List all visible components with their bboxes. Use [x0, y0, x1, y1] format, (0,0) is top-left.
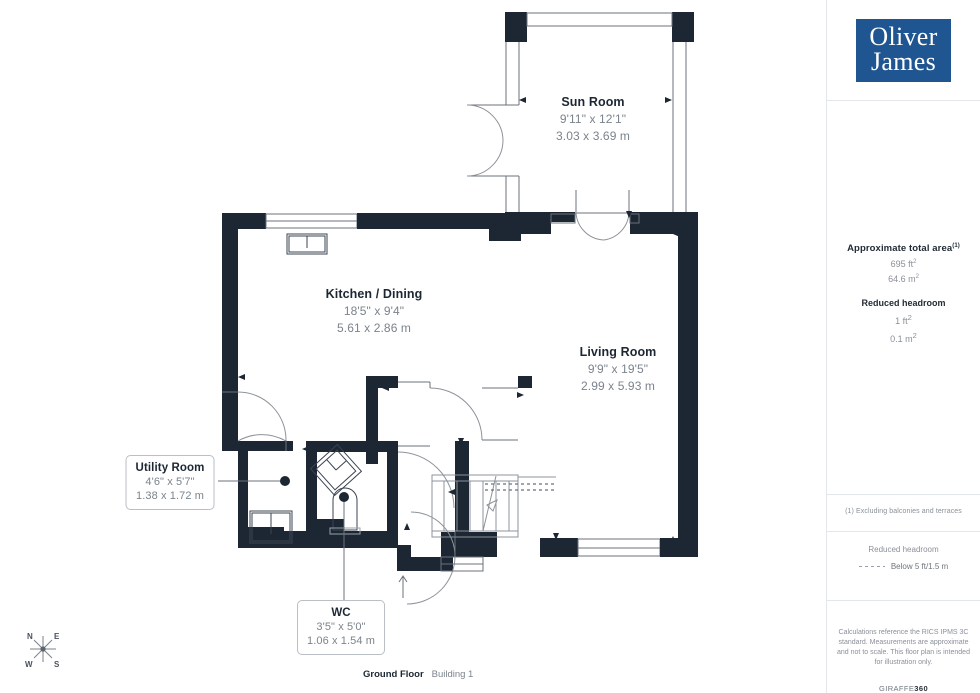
compass-south: S [54, 660, 60, 669]
headroom-metric-unit-sup: 2 [912, 331, 917, 341]
area-imperial-unit-sup: 2 [913, 259, 917, 266]
legend-label: Below 5 ft/1.5 m [890, 562, 949, 571]
panel-divider [826, 0, 827, 693]
interior-walls [222, 376, 532, 571]
area-title-row: Approximate total area(1) [827, 243, 980, 254]
floor-caption: Ground Floor Building 1 [363, 669, 473, 680]
room-dim-metric: 5.61 x 2.86 m [336, 321, 411, 335]
floor-label: Ground Floor [363, 669, 424, 680]
provider-suffix: 360 [914, 684, 929, 693]
agency-logo[interactable]: Oliver James [827, 0, 980, 100]
room-label-utility-room: Utility Room 4'6" x 5'7" 1.38 x 1.72 m [125, 455, 215, 510]
area-imperial-value: 695 ft [890, 259, 914, 270]
compass-north: N [27, 632, 33, 641]
area-metric-unit-sup: 2 [915, 274, 919, 281]
door-arcs [397, 445, 455, 509]
sidebar-rule-top [827, 100, 980, 101]
room-dim-metric: 2.99 x 5.93 m [580, 379, 656, 393]
legend-title: Reduced headroom [868, 545, 939, 554]
headroom-imperial: 1 ft2 [827, 313, 980, 326]
logo-box: Oliver James [856, 18, 951, 82]
compass-icon [30, 636, 56, 662]
room-dim-imperial: 4'6" x 5'7" [145, 476, 195, 488]
dimension-markers [238, 97, 680, 543]
compass-east: E [54, 632, 60, 641]
headroom-title: Reduced headroom [861, 298, 946, 309]
compass-west: W [25, 660, 33, 669]
provider-brand[interactable]: GIRAFFE360 [827, 684, 980, 693]
headroom-imperial-unit-sup: 2 [907, 313, 912, 323]
main-house-walls [222, 212, 698, 557]
logo-line-2: James [870, 46, 937, 76]
legend-row: Below 5 ft/1.5 m [827, 562, 980, 571]
building-label: Building 1 [431, 669, 474, 680]
sidebar-rule-bottom [827, 600, 980, 601]
provider-name: GIRAFFE [878, 684, 915, 693]
utility-fixtures [249, 510, 293, 544]
headroom-legend: Reduced headroom Below 5 ft/1.5 m [827, 545, 980, 571]
room-dim-imperial: 9'11" x 12'1" [559, 112, 627, 126]
entry-arrow [398, 575, 408, 598]
area-title-footnote-marker: (1) [952, 243, 960, 249]
room-dim-metric: 3.03 x 3.69 m [555, 129, 631, 143]
room-dim-imperial: 18'5" x 9'4" [343, 304, 405, 318]
room-name: Living Room [579, 345, 657, 359]
compass-rose: N E S W [14, 622, 72, 678]
area-footnote: (1) Excluding balconies and terraces [845, 508, 962, 515]
stairs [431, 474, 556, 538]
area-summary: Approximate total area(1) 695 ft2 64.6 m… [827, 243, 980, 344]
room-name: Kitchen / Dining [325, 287, 423, 301]
area-title: Approximate total area [847, 243, 953, 255]
disclaimer-text: Calculations reference the RICS IPMS 3C … [837, 629, 970, 666]
headroom-imperial-value: 1 ft [895, 316, 908, 327]
floorplan-canvas[interactable]: .w { fill:#1c2733; } .thin{ fill:none; s… [0, 0, 826, 693]
label-leaders [218, 476, 349, 600]
room-label-wc: WC 3'5" x 5'0" 1.06 x 1.54 m [297, 600, 385, 655]
room-label-kitchen-dining: Kitchen / Dining 18'5" x 9'4" 5.61 x 2.8… [326, 287, 423, 335]
kitchen-fixtures [286, 233, 328, 255]
headroom-metric: 0.1 m2 [827, 331, 980, 344]
info-sidebar: Oliver James Approximate total area(1) 6… [827, 0, 980, 693]
floorplan-drawing: .w { fill:#1c2733; } .thin{ fill:none; s… [218, 12, 698, 605]
area-imperial: 695 ft2 [827, 259, 980, 269]
room-dim-metric: 1.06 x 1.54 m [307, 635, 375, 647]
room-label-living-room: Living Room 9'9" x 19'5" 2.99 x 5.93 m [580, 345, 657, 393]
logo-line-1: Oliver [869, 21, 938, 51]
room-dim-imperial: 3'5" x 5'0" [316, 621, 366, 633]
room-name: Utility Room [135, 462, 205, 474]
room-dim-metric: 1.38 x 1.72 m [136, 490, 204, 502]
room-name: WC [331, 607, 351, 619]
sidebar-rule-mid [827, 494, 980, 495]
wc-fixtures [309, 443, 363, 535]
room-name: Sun Room [561, 95, 625, 109]
entrance-door [398, 511, 484, 605]
area-metric: 64.6 m2 [827, 274, 980, 284]
area-metric-value: 64.6 m [888, 274, 916, 285]
room-dim-imperial: 9'9" x 19'5" [587, 362, 649, 376]
dashed-line-swatch [858, 566, 885, 567]
room-label-sun-room: Sun Room 9'11" x 12'1" 3.03 x 3.69 m [556, 95, 630, 143]
sidebar-rule-legend [827, 531, 980, 532]
headroom-metric-value: 0.1 m [890, 334, 913, 345]
